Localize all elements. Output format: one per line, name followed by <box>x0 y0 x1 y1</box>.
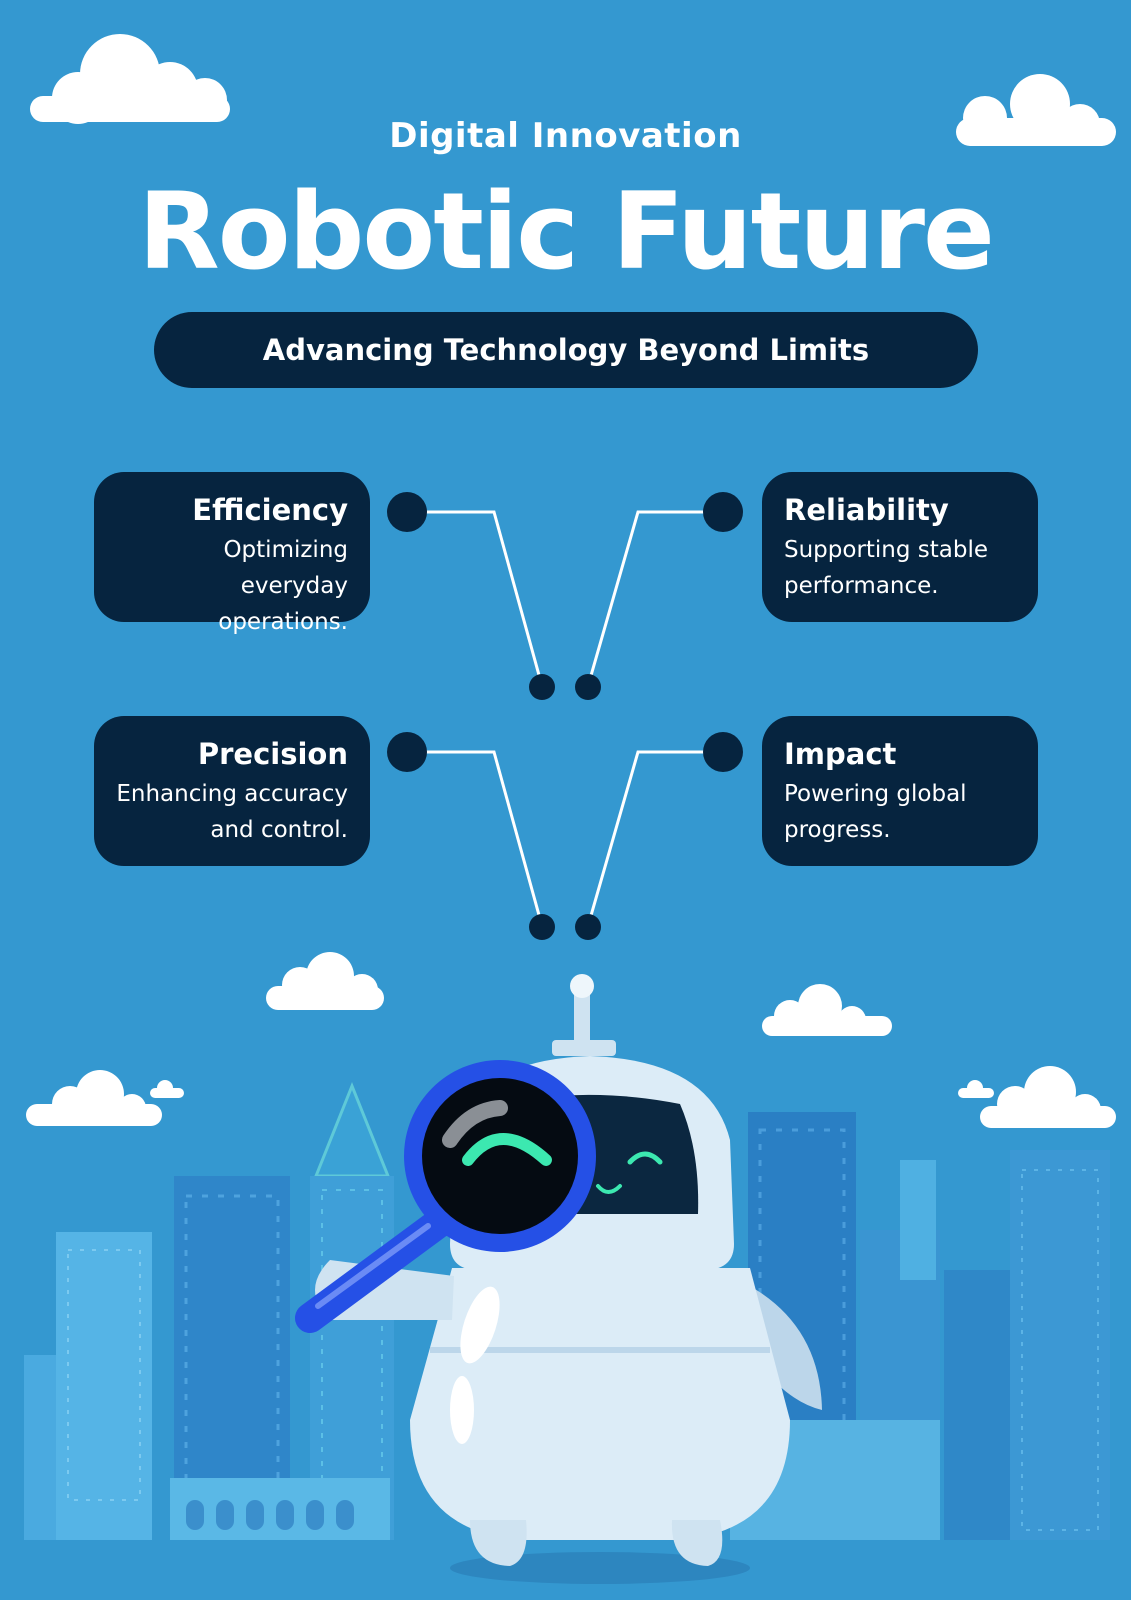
page-title: Robotic Future <box>138 170 995 293</box>
feature-card-efficiency: Efficiency Optimizing everyday operation… <box>94 472 370 635</box>
cloud-icon <box>30 34 230 124</box>
feature-text: Optimizing everyday operations. <box>218 537 348 635</box>
subtitle-text: Advancing Technology Beyond Limits <box>262 333 870 367</box>
connector-lines <box>408 510 722 927</box>
eyebrow-heading: Digital Innovation <box>389 116 742 156</box>
feature-title: Reliability <box>784 493 949 527</box>
cloud-icon <box>762 984 892 1036</box>
feature-text: Enhancing accuracy and control. <box>116 781 348 843</box>
cloud-icon <box>26 1070 184 1126</box>
robot-mascot <box>295 974 822 1584</box>
feature-title: Efficiency <box>192 493 348 527</box>
subtitle-banner: Advancing Technology Beyond Limits <box>154 312 978 388</box>
feature-card-precision: Precision Enhancing accuracy and control… <box>94 716 370 866</box>
cloud-icon <box>958 1066 1116 1128</box>
connector-nodes <box>387 492 743 940</box>
feature-text: Supporting stable performance. <box>784 537 989 599</box>
cloud-icon <box>956 74 1116 146</box>
feature-card-reliability: Reliability Supporting stable performanc… <box>762 472 1038 622</box>
feature-card-impact: Impact Powering global progress. <box>762 716 1038 866</box>
feature-title: Impact <box>784 737 897 771</box>
cloud-icon <box>266 952 384 1010</box>
feature-text: Powering global progress. <box>784 781 967 843</box>
feature-title: Precision <box>197 737 348 771</box>
